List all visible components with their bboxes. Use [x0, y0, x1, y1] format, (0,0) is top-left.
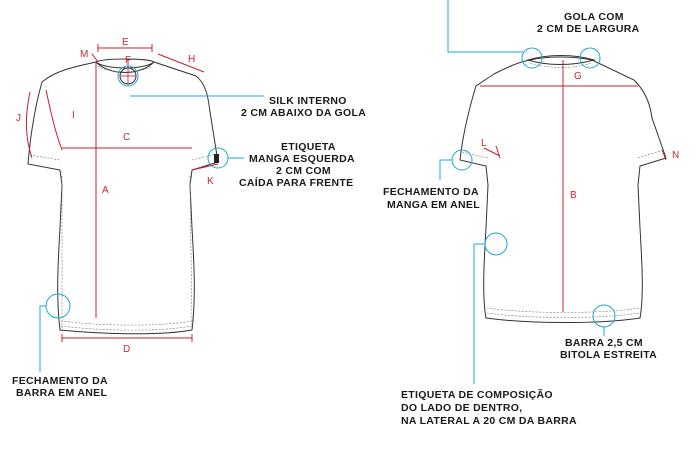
back-dimension-letters: G B L N: [481, 71, 679, 201]
dim-letter-l: L: [481, 138, 487, 149]
dim-letter-b: B: [570, 190, 577, 201]
front-shirt-outline: [27, 61, 219, 335]
front-shirt: [27, 58, 219, 335]
silk-line-1: SILK INTERNO: [269, 95, 347, 107]
back-shirt-outline: [459, 56, 667, 323]
fechamento-barra-line-1: FECHAMENTO DA: [12, 375, 108, 387]
sleeve-label-tag: [214, 154, 219, 163]
dim-letter-d: D: [123, 344, 130, 355]
dim-letter-h: H: [188, 54, 195, 65]
back-callouts: [439, 0, 616, 384]
dim-letter-f: F: [125, 55, 131, 66]
callout-fechamento-manga: FECHAMENTO DA MANGA EM ANEL: [383, 186, 480, 211]
dim-letter-e: E: [122, 37, 129, 48]
front-collar: [95, 58, 155, 69]
etiqueta-manga-line-3: 2 CM COM: [276, 165, 331, 177]
callout-etiqueta-composicao: ETIQUETA DE COMPOSIÇÃO DO LADO DE DENTRO…: [401, 388, 577, 427]
composicao-line-1: ETIQUETA DE COMPOSIÇÃO: [401, 388, 553, 401]
front-callouts: [39, 65, 264, 372]
gola-line-1: GOLA COM: [564, 11, 624, 23]
dim-letter-k: K: [207, 176, 214, 187]
dim-letter-i: I: [72, 110, 75, 121]
fechamento-barra-line-2: BARRA EM ANEL: [16, 387, 107, 399]
etiqueta-manga-line-1: ETIQUETA: [281, 141, 336, 153]
etiqueta-manga-line-4: CAÍDA PARA FRENTE: [239, 176, 353, 189]
back-measurements: [480, 60, 667, 312]
composicao-line-2: DO LADO DE DENTRO,: [401, 402, 522, 414]
composicao-line-3: NA LATERAL A 20 CM DA BARRA: [401, 415, 577, 427]
barra-line-2: BITOLA ESTREITA: [560, 349, 657, 361]
back-collar: [526, 55, 596, 65]
callout-silk: SILK INTERNO 2 CM ABAIXO DA GOLA: [241, 95, 366, 119]
silk-line-2: 2 CM ABAIXO DA GOLA: [241, 107, 366, 119]
etiqueta-manga-line-2: MANGA ESQUERDA: [249, 153, 355, 165]
dim-letter-n: N: [672, 150, 679, 161]
callout-barra: BARRA 2,5 CM BITOLA ESTREITA: [560, 337, 657, 361]
callout-fechamento-barra: FECHAMENTO DA BARRA EM ANEL: [12, 375, 108, 399]
dim-letter-c: C: [123, 132, 130, 143]
dim-letter-m: M: [80, 49, 88, 60]
fechamento-manga-line-2: MANGA EM ANEL: [387, 199, 480, 211]
front-measurements: [25, 44, 219, 342]
fechamento-manga-line-1: FECHAMENTO DA: [383, 186, 479, 198]
gola-line-2: 2 CM DE LARGURA: [537, 23, 640, 35]
callout-etiqueta-manga: ETIQUETA MANGA ESQUERDA 2 CM COM CAÍDA P…: [239, 141, 355, 189]
front-dimension-letters: E F M H J I C A K D: [16, 37, 214, 355]
dim-letter-g: G: [574, 71, 582, 82]
dim-letter-j: J: [16, 113, 21, 124]
callout-gola: GOLA COM 2 CM DE LARGURA: [537, 11, 640, 35]
barra-line-1: BARRA 2,5 CM: [565, 337, 643, 349]
back-shirt: [459, 55, 667, 323]
dim-letter-a: A: [102, 185, 109, 196]
